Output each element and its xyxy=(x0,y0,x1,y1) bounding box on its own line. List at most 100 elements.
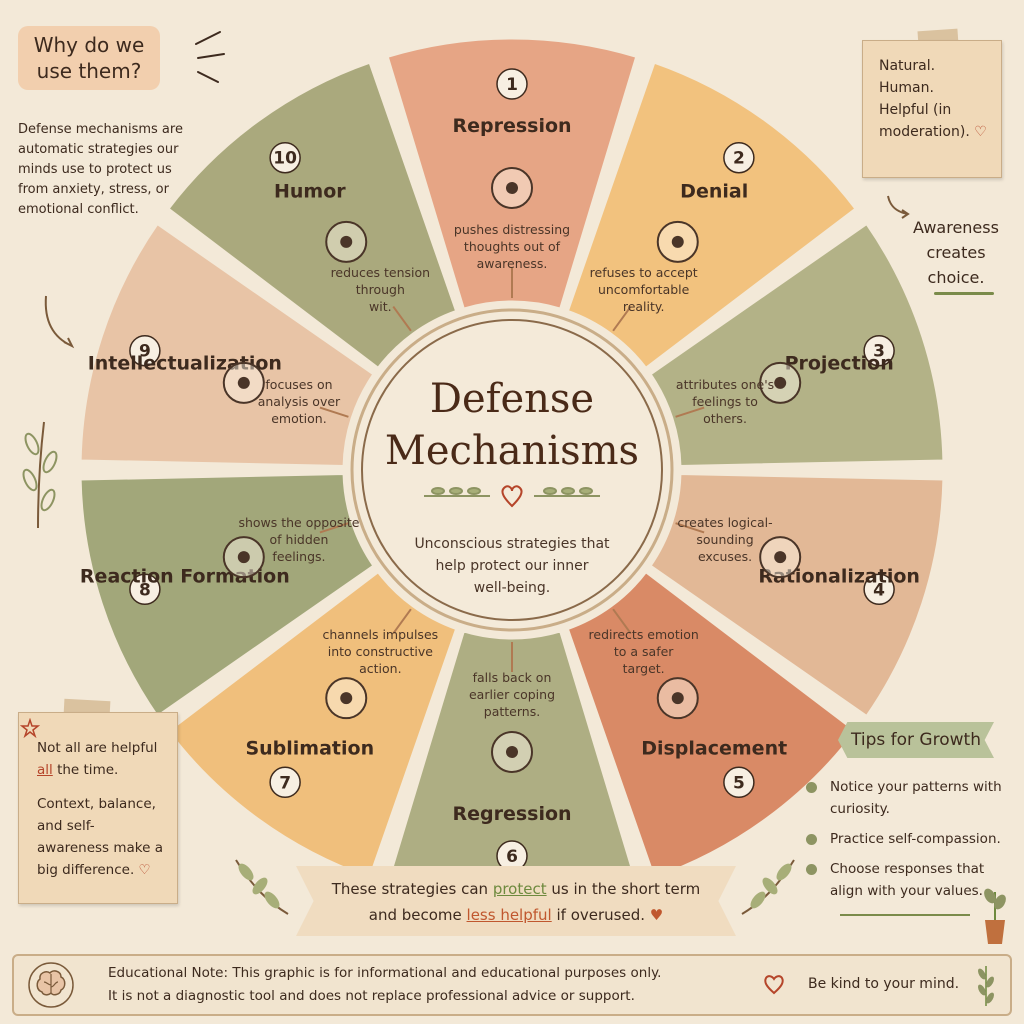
segment-number-badge: 4 xyxy=(863,573,895,606)
center-title-line2: Mechanisms xyxy=(385,428,639,474)
heart-arrow-icon xyxy=(222,536,265,579)
segment-description-line: thoughts out of xyxy=(464,239,561,254)
center-title-line1: Defense xyxy=(430,376,594,422)
segment-description-line: excuses. xyxy=(698,549,752,564)
segment-title: Denial xyxy=(680,181,748,203)
segment-description-line: focuses on xyxy=(265,377,332,392)
double-arrow-icon xyxy=(392,608,412,635)
tip-item: Notice your patterns with curiosity. xyxy=(806,776,1006,820)
segment-description-line: refuses to accept xyxy=(590,265,698,280)
tips-title: Tips for Growth xyxy=(838,722,994,758)
double-arrow-icon xyxy=(675,406,705,418)
segment-description-line: channels impulses xyxy=(323,627,439,642)
segment-description-line: pushes distressing xyxy=(454,222,570,237)
segment-number-badge: 7 xyxy=(269,766,301,799)
segment-title: Intellectualization xyxy=(88,353,282,375)
awareness-line1: Awareness xyxy=(913,218,999,237)
segment-description-line: into constructive xyxy=(328,644,433,659)
segment-description-line: uncomfortable xyxy=(598,282,690,297)
segment-description-line: feelings. xyxy=(272,549,325,564)
segment-title: Projection xyxy=(785,353,894,375)
double-arrow-icon xyxy=(319,522,349,534)
segment-number-badge: 2 xyxy=(723,141,755,174)
paintbrush-easel-icon xyxy=(325,677,368,720)
sticky-note-bottom-left: Not all are helpful all the time. Contex… xyxy=(18,712,178,904)
segment-description-line: awareness. xyxy=(477,256,548,271)
leaf-branch-left-icon xyxy=(235,859,289,915)
center-subtitle-line3: well-being. xyxy=(474,580,551,596)
double-arrow-icon xyxy=(612,608,632,635)
segment-number: 6 xyxy=(506,847,518,867)
segment-description-line: target. xyxy=(623,661,665,676)
bullet-dot xyxy=(806,834,817,845)
segment-description-line: sounding xyxy=(696,532,753,547)
awareness-line3: choice. xyxy=(927,268,985,287)
segment-rationalization xyxy=(647,471,946,719)
banner-line2: and become less helpful if overused. ♥ xyxy=(368,906,664,924)
segment-number-badge: 3 xyxy=(863,334,895,367)
segment-description-line: of hidden xyxy=(270,532,329,547)
tip-item: Practice self-compassion. xyxy=(806,828,1006,850)
double-arrow-icon xyxy=(392,305,412,332)
segment-description-line: shows the opposite xyxy=(238,515,359,530)
why-text: Defense mechanisms are automatic strateg… xyxy=(18,122,183,217)
books-thought-icon xyxy=(222,361,265,404)
segment-description-line: feelings to xyxy=(692,394,758,409)
segment-description-line: redirects emotion xyxy=(589,627,699,642)
sticky-note-top-right: Natural. Human. Helpful (in moderation).… xyxy=(862,40,1002,178)
center-subtitle-line2: help protect our inner xyxy=(435,558,588,574)
star-icon xyxy=(20,718,40,738)
segment-number-badge: 8 xyxy=(129,573,161,606)
small-sprig-icon xyxy=(978,966,994,1006)
be-kind-text: Be kind to your mind. xyxy=(808,976,960,992)
segment-description-line: emotion. xyxy=(271,411,326,426)
segment-description-line: attributes one's xyxy=(676,377,774,392)
segment-title: Humor xyxy=(274,181,346,203)
clipboard-icon xyxy=(759,536,802,579)
segment-number: 2 xyxy=(733,149,745,169)
awareness-underline xyxy=(934,292,994,295)
note-context-line: Context, balance, and self-awareness mak… xyxy=(37,796,163,878)
segment-number: 4 xyxy=(873,580,885,600)
segment-number: 7 xyxy=(279,773,291,793)
heart-icon xyxy=(764,975,784,995)
center-subtitle-line1: Unconscious strategies that xyxy=(414,536,610,552)
educational-note-line1: Educational Note: This graphic is for in… xyxy=(108,965,662,981)
segment-description-line: analysis over xyxy=(258,394,341,409)
cloud-pillow-icon xyxy=(656,677,699,720)
teddy-bottle-icon xyxy=(491,731,533,773)
segment-intellectualization xyxy=(78,221,377,469)
segment-reaction-formation xyxy=(78,471,377,719)
projection-people-icon xyxy=(759,361,802,404)
heart-icon: ♡ xyxy=(138,862,151,878)
note-line-human: Human. xyxy=(879,80,934,96)
educational-note-line2: It is not a diagnostic tool and does not… xyxy=(108,988,635,1004)
segment-number: 10 xyxy=(273,149,297,169)
potted-plant-icon xyxy=(984,888,1006,944)
small-arrow-icon xyxy=(887,195,910,219)
segment-title: Repression xyxy=(452,115,571,137)
laughing-face-icon xyxy=(325,220,368,263)
segment-sublimation xyxy=(165,569,459,880)
segment-title: Regression xyxy=(452,803,571,825)
center-heart-icon xyxy=(501,485,523,508)
segment-description-line: falls back on xyxy=(473,670,552,685)
center-circle: Defense Mechanisms Unconscious strategie… xyxy=(350,308,674,632)
banner-line1: These strategies can protect us in the s… xyxy=(331,880,701,898)
why-title-line1: Why do we xyxy=(33,33,145,57)
tips-underline xyxy=(840,914,970,916)
x-sign-icon xyxy=(656,220,699,263)
bottom-ribbon-banner xyxy=(296,866,736,936)
segment-number: 1 xyxy=(506,75,518,95)
curved-arrow-icon xyxy=(44,295,75,349)
leaf-branch-right-icon xyxy=(741,859,795,915)
segment-humor xyxy=(165,60,459,371)
awareness-line2: creates xyxy=(926,243,986,262)
segment-description-line: patterns. xyxy=(484,704,540,719)
note-line-natural: Natural. xyxy=(879,58,936,74)
emphasis-lines-icon xyxy=(195,31,225,83)
brain-icon xyxy=(28,962,74,1008)
why-title: Why do we use them? xyxy=(18,26,160,90)
segment-description-line: creates logical- xyxy=(677,515,772,530)
